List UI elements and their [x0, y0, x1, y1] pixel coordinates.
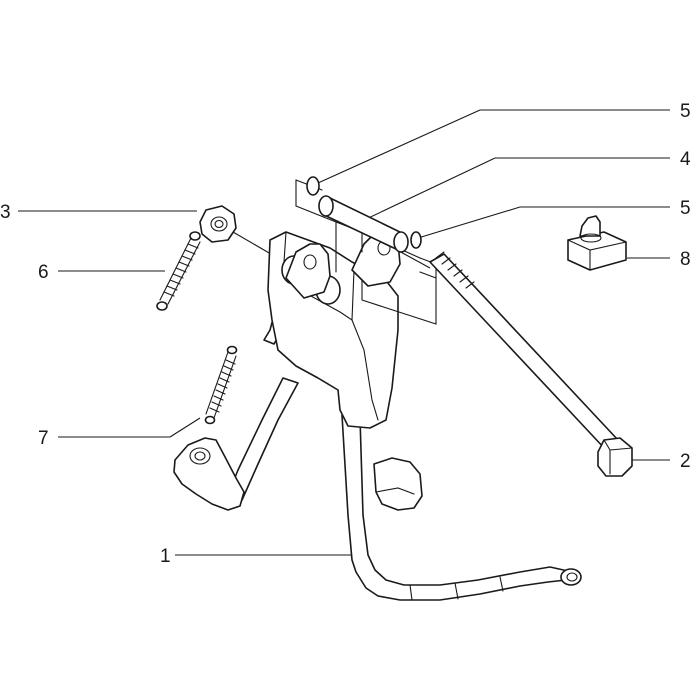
- bolt-head: [597, 437, 633, 477]
- leader-5-bottom: [417, 206, 521, 239]
- long-bolt: [429, 251, 633, 477]
- callout-6: 6: [38, 262, 49, 283]
- spring-large: [156, 231, 201, 311]
- callout-5-top: 5: [680, 101, 691, 122]
- rubber-buffer: [567, 215, 627, 271]
- callout-7: 7: [38, 428, 49, 449]
- callout-3: 3: [0, 202, 11, 223]
- callout-numbers: 5 4 5 8 2 3 6 7 1: [0, 101, 691, 567]
- leader-7-diag: [169, 417, 201, 438]
- leader-4: [359, 157, 496, 223]
- foot-pad: [173, 437, 245, 511]
- foot-tip: [560, 568, 582, 586]
- pin-group: [295, 176, 437, 325]
- sleeve-tube: [321, 197, 405, 251]
- spring-small: [204, 345, 238, 425]
- leader-5-top: [317, 109, 481, 184]
- leader-lines: [18, 109, 670, 556]
- stand-stop: [373, 457, 423, 511]
- left-lug: [285, 243, 331, 299]
- callout-5-bottom: 5: [680, 198, 691, 219]
- hex-nut: [199, 205, 237, 243]
- washer-right: [410, 231, 422, 249]
- callout-1: 1: [160, 546, 171, 567]
- callout-8: 8: [680, 249, 691, 270]
- callout-4: 4: [680, 149, 691, 170]
- callout-2: 2: [680, 451, 691, 472]
- washer-left: [306, 176, 320, 196]
- center-stand: [173, 231, 582, 601]
- right-leg: [341, 414, 569, 601]
